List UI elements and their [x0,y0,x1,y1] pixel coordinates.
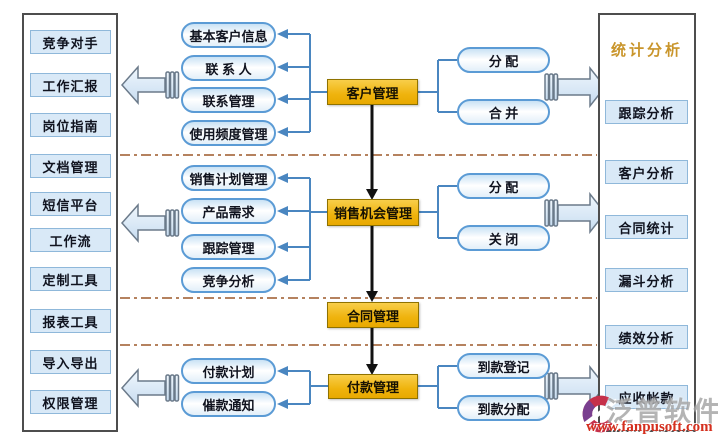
big-arrow-left-icon [120,65,180,105]
left-module-box: 工作汇报 [30,73,111,97]
left-module-box: 报表工具 [30,309,111,333]
action-box: 分 配 [457,47,550,73]
big-arrow-right-icon [544,65,606,109]
sub-feature-box: 销售计划管理 [181,165,276,191]
big-arrow-right-icon [544,364,606,408]
payment-arrowheads [277,366,288,409]
watermark-url-text: www.fanpusoft.com [586,419,713,435]
sub-feature-box: 使用频度管理 [181,120,276,146]
action-box: 到款分配 [457,395,550,421]
right-report-box: 跟踪分析 [605,100,688,124]
stats-panel-title: 统计分析 [610,41,683,59]
sales-arrowheads [277,173,288,285]
sales-connectors [288,177,457,281]
watermark-logo-icon [581,395,620,433]
main-module-box: 付款管理 [328,374,418,399]
action-box: 到款登记 [457,353,550,379]
sub-feature-box: 跟踪管理 [181,234,276,260]
sub-feature-box: 基本客户信息 [181,22,276,48]
payment-connectors [288,365,457,409]
right-report-box: 漏斗分析 [605,268,688,292]
main-module-box: 销售机会管理 [327,199,419,226]
main-module-box: 合同管理 [327,302,419,328]
right-report-box: 应收帐款 [605,385,688,409]
sub-feature-box: 联 系 人 [181,55,276,81]
left-module-box: 定制工具 [30,267,111,291]
big-arrow-right-icon [544,191,606,235]
right-report-box: 绩效分析 [605,325,688,349]
customer-connectors [288,33,457,133]
big-arrow-left-icon [120,368,180,408]
customer-arrowheads [277,29,288,137]
sub-feature-box: 联系管理 [181,87,276,113]
left-module-box: 文档管理 [30,154,111,178]
right-report-box: 合同统计 [605,215,688,239]
left-module-box: 竞争对手 [30,30,111,54]
action-box: 关 闭 [457,225,550,251]
main-module-box: 客户管理 [327,79,418,105]
left-module-box: 工作流 [30,228,111,252]
sub-feature-box: 竞争分析 [181,267,276,293]
action-box: 分 配 [457,173,550,199]
action-box: 合 并 [457,99,550,125]
left-module-box: 岗位指南 [30,113,111,137]
sub-feature-box: 催款通知 [181,391,276,417]
sub-feature-box: 付款计划 [181,358,276,384]
section-separator-dashes [120,154,597,346]
left-module-box: 权限管理 [30,390,111,414]
watermark-brand-text: 泛普软件 [606,397,718,427]
left-module-box: 导入导出 [30,350,111,374]
right-report-box: 客户分析 [605,160,688,184]
left-module-box: 短信平台 [30,192,111,216]
big-arrow-left-icon [120,203,180,243]
flow-arrow-down-icon [366,105,378,375]
sub-feature-box: 产品需求 [181,198,276,224]
